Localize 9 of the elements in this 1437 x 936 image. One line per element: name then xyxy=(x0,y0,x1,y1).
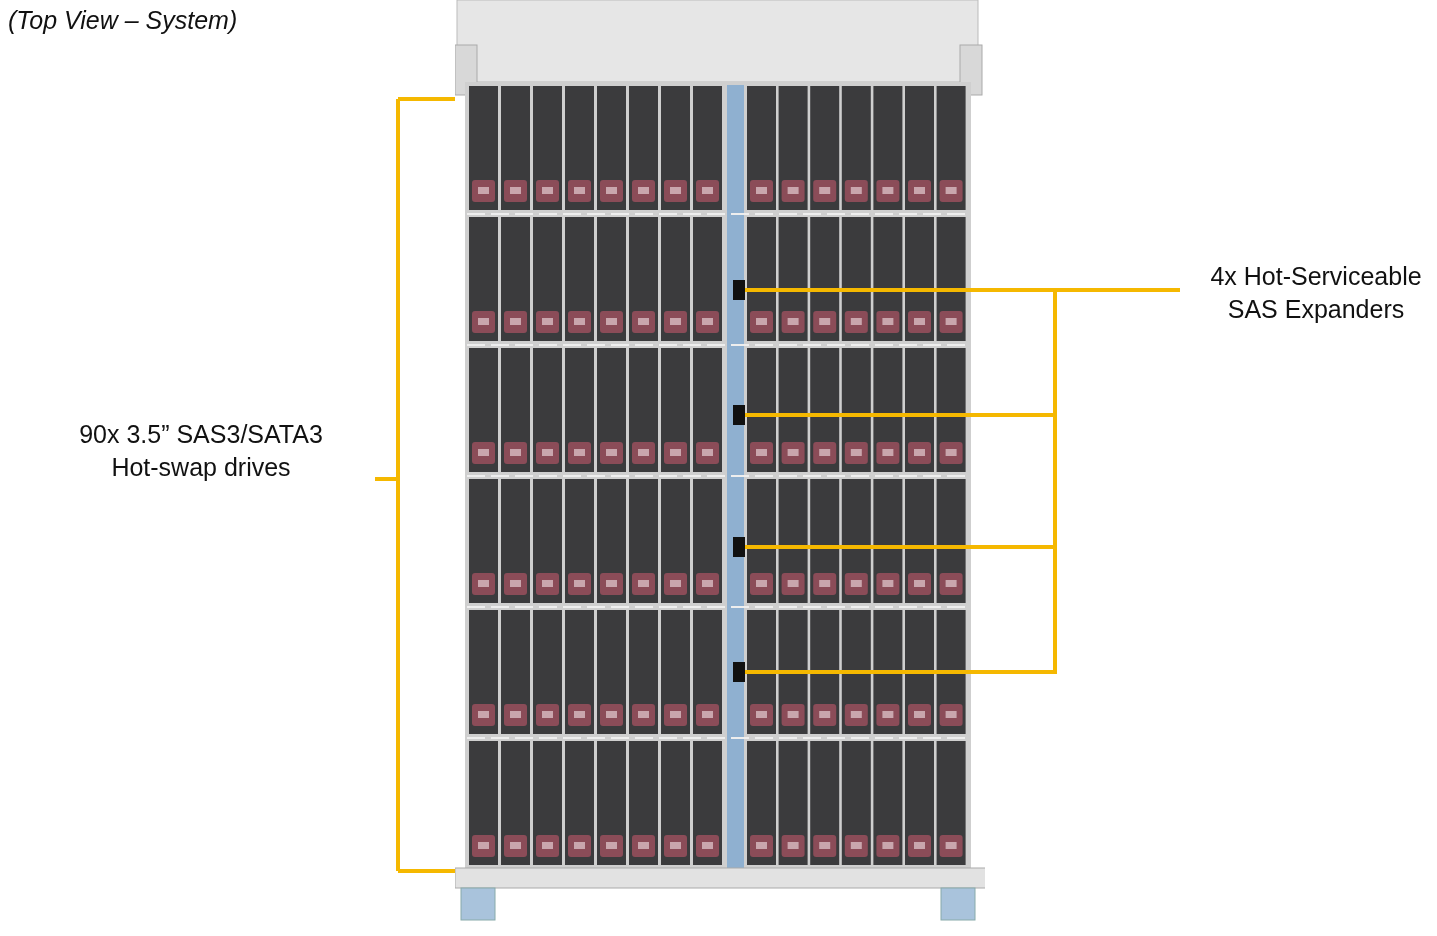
callout-text: 90x 3.5” SAS3/SATA3 Hot-swap drives xyxy=(55,418,347,484)
leader-line xyxy=(745,288,1180,674)
view-caption: (Top View – System) xyxy=(8,6,238,35)
expander-module xyxy=(733,280,745,300)
expander-module xyxy=(733,537,745,557)
leader-line xyxy=(373,97,457,873)
expander-module xyxy=(733,662,745,682)
expander-module xyxy=(733,405,745,425)
callout-text: 4x Hot-Serviceable SAS Expanders xyxy=(1198,260,1434,326)
